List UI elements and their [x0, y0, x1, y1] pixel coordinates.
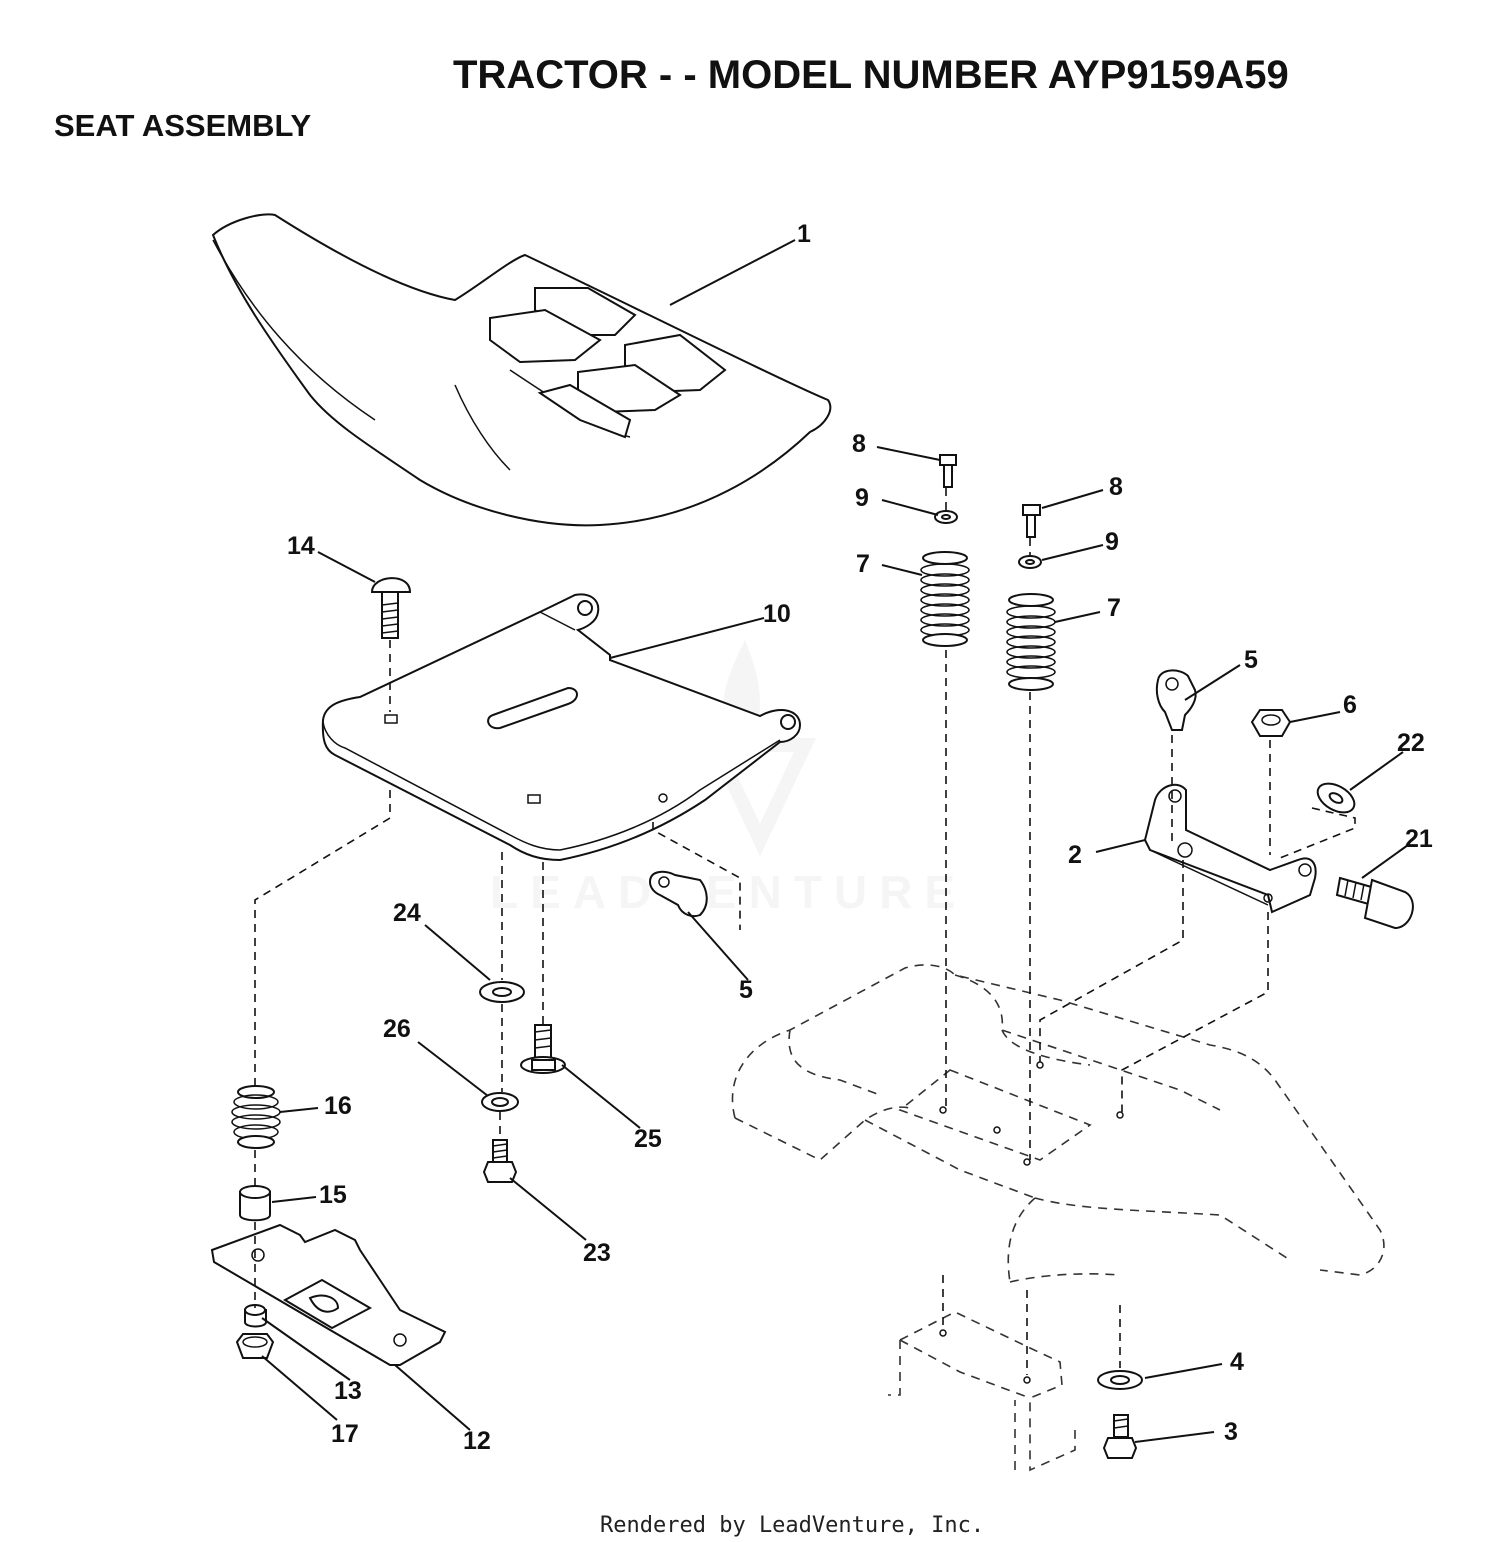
washer-parts: [479, 981, 525, 1112]
mounting-plate-part: [210, 1223, 447, 1366]
callout-10: 10: [763, 600, 791, 628]
hex-bolt-23-part: [482, 1139, 518, 1183]
callout-12: 12: [463, 1427, 491, 1455]
callout-21: 21: [1405, 825, 1433, 853]
flange-bolt-25-part: [520, 1024, 566, 1074]
flange-nut-part: [235, 1304, 275, 1359]
lock-nut-6-part: [1250, 709, 1292, 737]
washer-4-part: [1097, 1370, 1143, 1390]
callout-26: 26: [383, 1015, 411, 1043]
callout-24: 24: [393, 899, 421, 927]
callout-8-left: 8: [852, 430, 866, 458]
callout-2: 2: [1068, 841, 1082, 869]
callout-9-left: 9: [855, 484, 869, 512]
bracket-2-part: [1143, 783, 1317, 914]
callout-13: 13: [334, 1377, 362, 1405]
callout-25: 25: [634, 1125, 662, 1153]
seat-part: [211, 213, 832, 527]
callout-8-right: 8: [1109, 473, 1123, 501]
bolt-8-right: [1022, 504, 1041, 538]
callout-15: 15: [319, 1181, 347, 1209]
seat-pan-part: [321, 593, 802, 862]
washer-9-parts: [934, 510, 1042, 569]
callout-4: 4: [1230, 1348, 1244, 1376]
callout-9-right: 9: [1105, 528, 1119, 556]
callout-23: 23: [583, 1239, 611, 1267]
callout-17: 17: [331, 1420, 359, 1448]
watermark-text: LEADVENTURE: [490, 866, 967, 918]
callout-3: 3: [1224, 1418, 1238, 1446]
callout-14: 14: [287, 532, 315, 560]
carriage-bolt-part: [370, 577, 412, 639]
shoulder-bolt-21-part: [1335, 876, 1414, 930]
page-title: TRACTOR - - MODEL NUMBER AYP9159A59: [453, 53, 1289, 97]
callout-16: 16: [324, 1092, 352, 1120]
bolt-8-left: [939, 454, 957, 488]
leader-lines: [261, 239, 1409, 1443]
clip-part-right: [1155, 669, 1197, 731]
hex-bolt-3-part: [1102, 1414, 1138, 1459]
callout-22: 22: [1397, 729, 1425, 757]
callout-6: 6: [1343, 691, 1357, 719]
small-spring-part: [231, 1085, 281, 1149]
callout-7-left: 7: [856, 550, 870, 578]
spring-7-right: [1006, 593, 1056, 691]
footer-credit: Rendered by LeadVenture, Inc.: [600, 1513, 984, 1538]
callout-labels: 1 2 3 4 5 5 6 7 7 8 8 9 9 10 12 13 14 15…: [287, 220, 1433, 1455]
callout-5-left: 5: [739, 976, 753, 1004]
callout-5-right: 5: [1244, 646, 1258, 674]
tractor-frame-phantom: [731, 964, 1385, 1472]
washer-22-part: [1316, 782, 1356, 814]
callout-1: 1: [797, 220, 811, 248]
spring-7-left: [920, 551, 970, 647]
clip-part-left: [648, 870, 708, 918]
section-title: SEAT ASSEMBLY: [54, 108, 312, 143]
callout-7-right: 7: [1107, 594, 1121, 622]
assembly-lines: [254, 488, 1356, 1375]
spacer-part: [239, 1185, 271, 1222]
